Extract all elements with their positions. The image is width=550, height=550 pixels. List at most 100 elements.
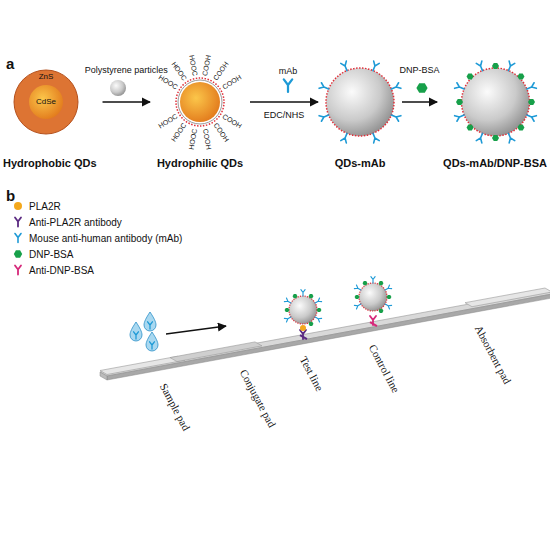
dnp-bsa-symbol [293,294,298,298]
strip-part-label: Control line [367,342,402,394]
sample-drops [130,322,142,341]
control-line-complex [354,277,391,313]
strip-part-label: Conjugate pad [238,367,279,429]
antibody-symbol [476,132,485,143]
antibody-symbol [319,83,330,92]
stage-figure: QDs-mAb/DNP-BSA [437,60,547,172]
carboxyl-label: COOH [221,113,243,131]
reagent-label: Polystyrene particles [84,66,169,76]
control-line-complex [359,283,387,311]
legend-symbol [12,232,24,244]
legend-row: DNP-BSA [12,246,182,262]
antibody-symbol [319,112,330,121]
dnp-bsa-symbol [387,295,392,299]
polymer-shell [178,80,222,124]
dnp-bsa-symbol [517,74,524,80]
legend-symbol [12,264,24,276]
hydrophobic-qd [14,70,78,134]
antibody-symbol [390,83,401,92]
strip-part-label: Absorbent pad [473,323,514,386]
dnp-bsa-icon [416,83,427,93]
qds-mab [319,61,401,143]
flow-arrow [166,326,226,334]
antibody-ring [455,61,537,143]
antibody-symbol [390,112,401,121]
legend-row: Anti-PLA2R antibody [12,214,182,230]
legend-swatch [14,202,22,210]
legend-text: DNP-BSA [29,249,73,260]
carboxyl-label: HOOC [188,128,199,150]
legend-symbol [12,248,24,260]
sample-drops [134,332,139,339]
sample-drops [148,322,153,329]
control-line-complex [359,283,387,311]
carboxyl-label: HOOC [169,122,187,144]
sample-drops [144,312,156,331]
legend-row: Mouse anti-human antibody (mAb) [12,230,182,246]
sample-drops [130,322,142,341]
antibody-symbol [384,302,392,309]
qd-core [180,82,220,122]
legend-symbol [15,218,21,227]
legend-symbol [12,216,24,228]
layer-label: CdSe [36,98,56,107]
test-line-complex [300,330,306,339]
legend-text: Mouse anti-human antibody (mAb) [29,233,182,244]
sphere-rim [326,68,394,136]
dnp-bsa-symbol [379,309,384,313]
carboxyl-label: HOOC [169,60,187,82]
qds-mab-dnp-bsa [455,61,537,143]
antibody-symbol [314,315,322,322]
antibody-symbol [455,83,466,92]
antibody-symbol [301,290,305,296]
polystyrene-particle [110,80,126,96]
sphere-rim [462,68,530,136]
stage-figure: QDs-mAb [318,60,402,172]
dnp-bsa-symbol [309,294,314,298]
absorbent-pad [465,288,550,307]
dnp-bsa-symbol [317,308,322,312]
sample-drops [146,332,158,351]
legend-row: PLA2R [12,198,182,214]
figure-caption: QDs-mAb [335,157,386,169]
legend-text: PLA2R [29,201,61,212]
carboxyl-label: COOH [201,128,212,150]
test-line-complex [300,325,306,331]
dnp-bsa-symbol [355,295,360,299]
antibody-symbol [284,298,292,305]
sample-drops [150,342,155,349]
antibody-symbol [284,315,292,322]
conjugate-pad [170,342,262,362]
sphere [326,68,394,136]
dnp-bsa-symbol [379,281,384,285]
antibody-symbol [370,132,379,143]
sphere [462,68,530,136]
carboxyl-label: COOH [201,54,212,76]
control-line-complex [354,277,391,325]
test-line-complex [284,290,321,326]
stage-figure: ZnSCdSeHydrophobic QDs [3,60,103,172]
antibody-symbol [455,112,466,121]
legend-symbol [15,266,21,275]
dnp-bsa-symbol [517,124,524,130]
antibody-symbol [526,83,537,92]
test-line-complex [284,290,321,339]
antibody-symbol [384,285,392,292]
carboxyl-label: HOOC [188,54,199,76]
sample-drops [146,332,158,351]
legend-symbol [14,250,22,257]
dnp-bsa-symbol [285,308,290,312]
antibody-symbol [526,112,537,121]
legend: PLA2R Anti-PLA2R antibodyMouse anti-human… [12,198,182,278]
reagent-label: DNP-BSA [399,66,441,76]
reaction-arrow [250,101,318,102]
antibody-symbol [371,277,375,283]
antibody-symbol [314,298,322,305]
reagent-label: EDC/NHS [263,111,306,121]
dnp-bsa-symbol [492,135,499,141]
hydrophilic-qd [176,78,224,126]
reaction-arrow [103,101,150,102]
antibody-symbol [506,61,515,72]
antibody-symbol [370,61,379,72]
